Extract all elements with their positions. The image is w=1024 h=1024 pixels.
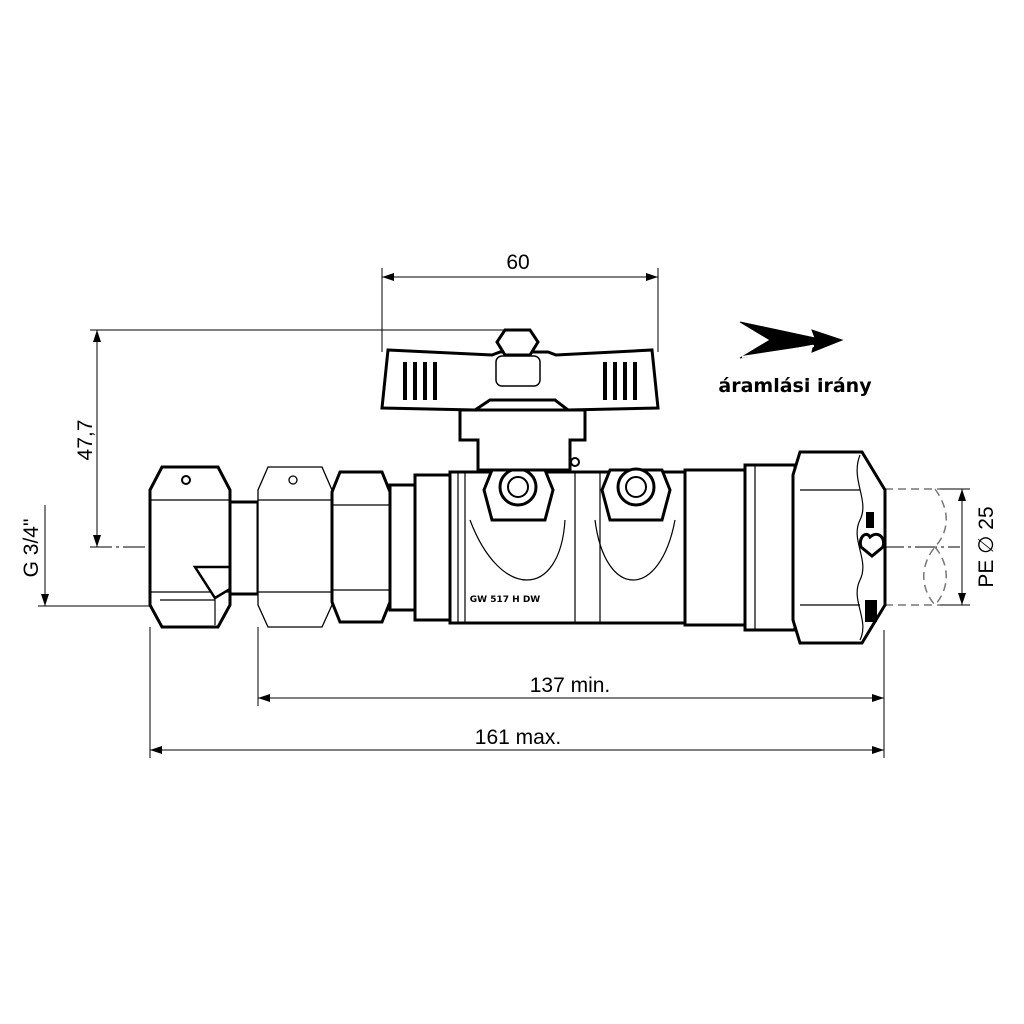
test-port-2 [600,467,672,522]
dimension-pipe-label: PE ∅ 25 [975,506,998,587]
valve-handle [380,328,660,472]
heart-icon [858,532,886,558]
test-port-1 [482,467,555,522]
body-marking: GW 517 H DW [470,595,541,605]
adapter-nut [257,466,333,628]
dimension-min-length-label: 137 min. [530,674,611,697]
flow-arrow-icon [739,321,844,359]
dimension-min-length: 137 min. [257,627,885,758]
connector-pipe [228,500,260,596]
right-coupling [683,450,887,645]
dimension-max-length: 161 max. [149,627,884,758]
dimension-thread: G 3/4" [20,505,150,607]
dimension-max-length-label: 161 max. [475,726,561,749]
dimension-handle-width-label: 60 [506,251,529,274]
dimension-pipe: PE ∅ 25 [885,488,998,606]
dimension-thread-label: G 3/4" [20,519,43,578]
dimension-height: 47,7 [74,329,505,547]
flow-direction: áramlási irány [718,321,872,397]
dimension-handle-width: 60 [381,251,659,352]
dimension-height-label: 47,7 [74,420,97,461]
flow-direction-label: áramlási irány [718,375,872,397]
hex-fitting [330,470,417,624]
